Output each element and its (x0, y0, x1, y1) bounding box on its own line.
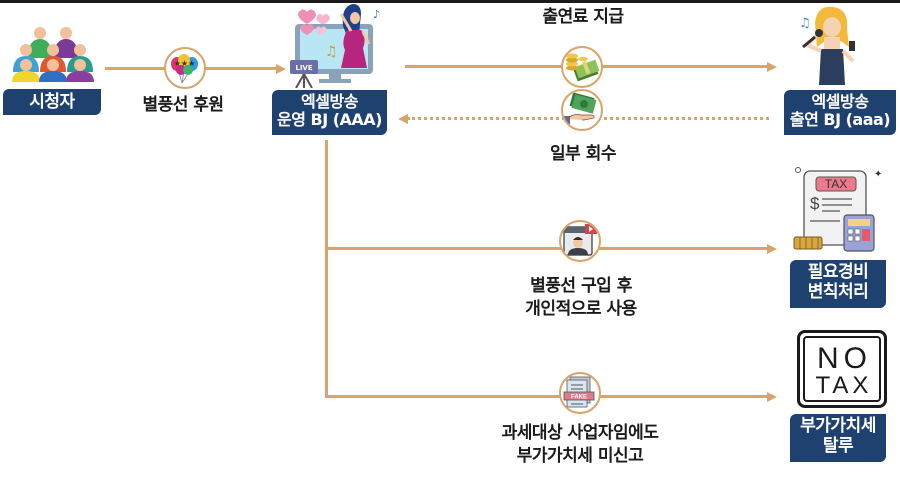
performer-bj-label: 엑셀방송 출연 BJ (aaa) (784, 90, 896, 135)
vat-unreported-arrowhead (767, 391, 777, 402)
vat-unreported-label: 과세대상 사업자임에도 부가가치세 미신고 (470, 422, 690, 468)
performer-bj-label-line1: 엑셀방송 (811, 92, 869, 111)
crowd-icon (8, 24, 96, 82)
money-hand-icon (561, 89, 603, 131)
operator-bj-label: 엑셀방송 운영 BJ (AAA) (272, 90, 387, 135)
operator-branch-line (325, 140, 328, 398)
donation-label: 별풍선 후원 (142, 95, 224, 115)
personal-use-label-line1: 별풍선 구입 후 (530, 276, 632, 296)
operator-bj-label-line1: 엑셀방송 (301, 92, 358, 111)
vat-unreported-label-line1: 과세대상 사업자임에도 (501, 423, 659, 443)
money-stack-icon (561, 46, 603, 88)
expense-label-line1: 필요경비 (807, 262, 869, 282)
operator-bj-label-line2: 운영 BJ (AAA) (276, 110, 383, 130)
fake-document-icon: FAKE (559, 372, 601, 414)
svg-text:★★★: ★★★ (174, 59, 196, 68)
personal-use-arrowhead (767, 243, 777, 254)
viewers-label: 시청자 (3, 89, 101, 115)
svg-text:♪: ♪ (373, 8, 380, 21)
vat-unreported-label-line2: 부가가치세 미신고 (516, 445, 644, 466)
top-border (0, 0, 900, 3)
appearance-fee-arrowhead (767, 61, 777, 72)
expense-label: 필요경비 변칙처리 (790, 260, 886, 308)
svg-text:♫: ♫ (799, 16, 811, 31)
balloons-icon: ★★★ (164, 47, 206, 89)
singer-icon: ♫ (795, 5, 867, 85)
vat-evasion-label-line2: 탈루 (822, 435, 854, 456)
vat-unreported-arrow-line (325, 395, 768, 398)
personal-use-arrow-line (325, 247, 768, 250)
no-tax-icon: NO TAX (797, 330, 887, 408)
streamer-window-icon (559, 220, 601, 262)
fake-badge-text: FAKE (571, 395, 587, 401)
svg-text:$: $ (810, 194, 820, 213)
tax-badge-text: TAX (825, 177, 847, 191)
performer-bj-label-line2: 출연 BJ (aaa) (789, 110, 891, 130)
svg-text:✦: ✦ (874, 169, 882, 180)
personal-use-label-line2: 개인적으로 사용 (525, 298, 637, 319)
expense-label-line2: 변칙처리 (807, 281, 869, 302)
donation-arrowhead (276, 63, 286, 74)
no-tax-sign-line2: TAX (815, 372, 873, 399)
vat-evasion-label-line1: 부가가치세 (800, 416, 876, 436)
personal-use-label: 별풍선 구입 후 개인적으로 사용 (496, 275, 666, 321)
tax-document-calculator-icon: ✦ TAX $ (790, 165, 890, 255)
partial-recovery-label: 일부 회수 (550, 144, 616, 164)
viewers-label-text: 시청자 (29, 92, 75, 112)
live-stream-monitor-icon: ♫ LIVE ♪ (285, 4, 395, 88)
svg-text:LIVE: LIVE (295, 64, 312, 72)
svg-text:♫: ♫ (325, 44, 338, 60)
appearance-fee-label: 출연료 지급 (542, 7, 624, 27)
vat-evasion-label: 부가가치세 탈루 (790, 414, 886, 462)
partial-recovery-arrowhead (398, 113, 408, 124)
no-tax-sign-line1: NO (817, 342, 872, 375)
